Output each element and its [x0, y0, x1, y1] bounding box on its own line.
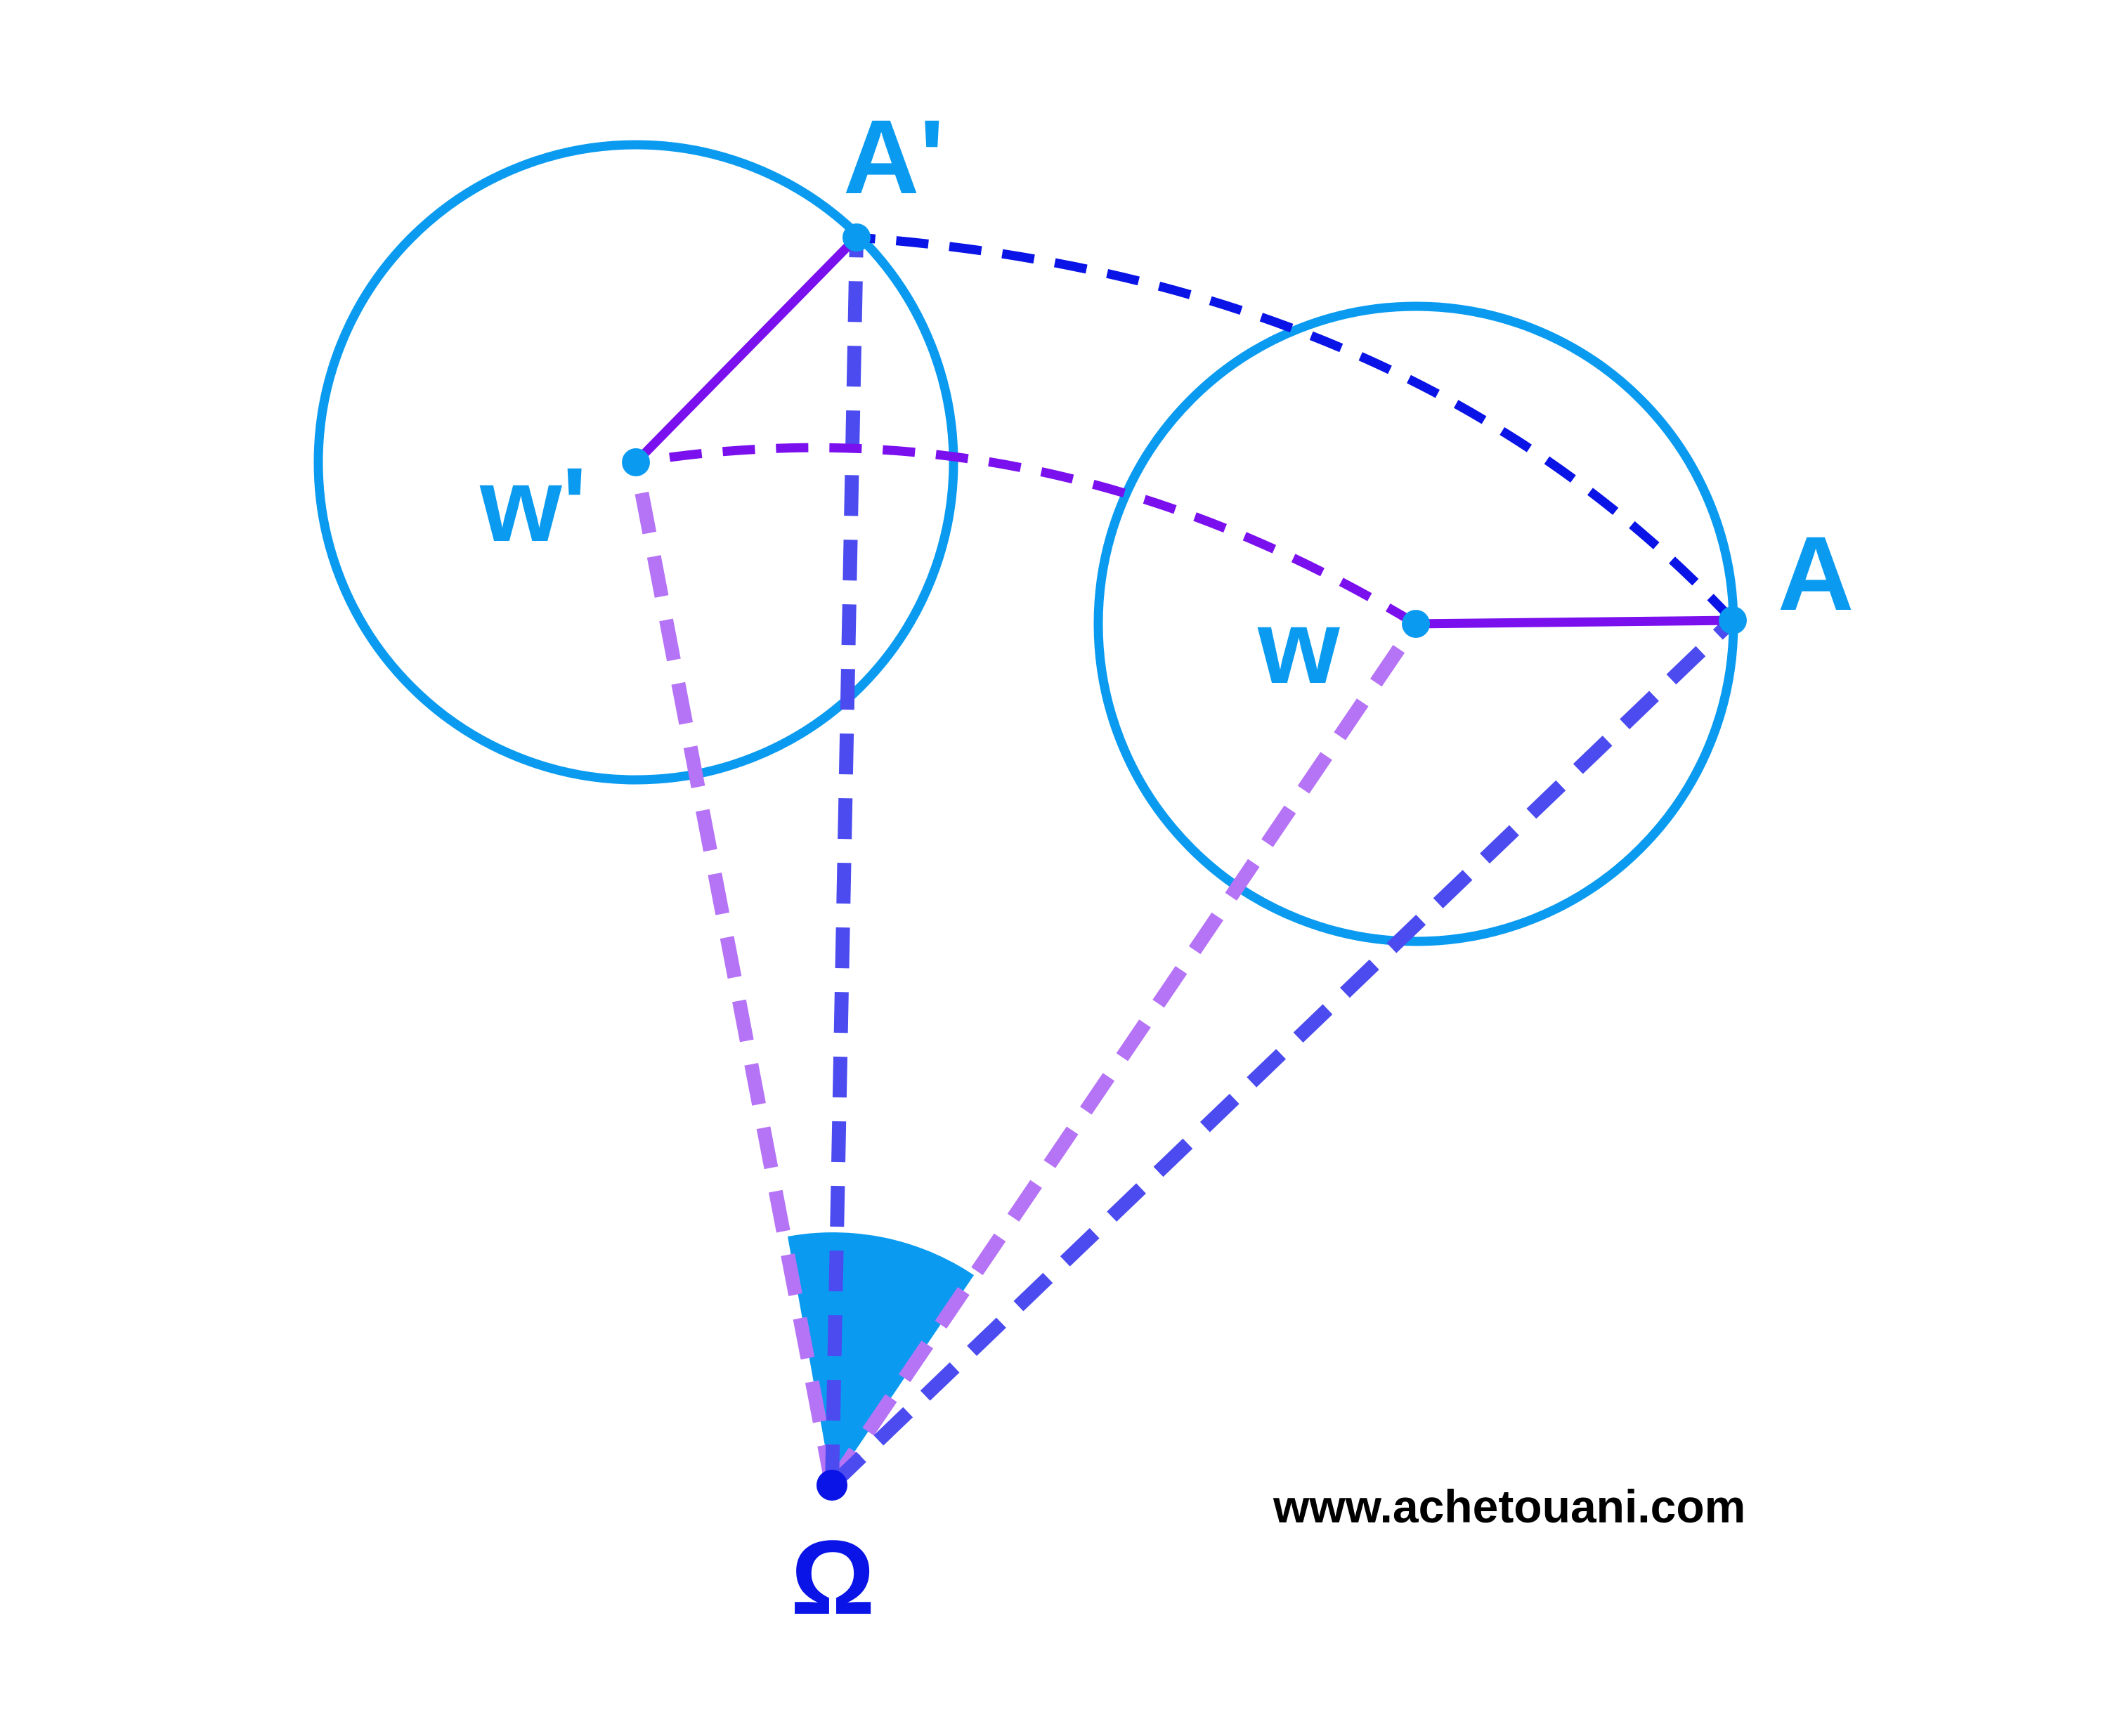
segment-w-a [1415, 615, 1733, 629]
arc-a-to-a-prime [856, 233, 1736, 624]
arc-w-to-w-prime [635, 443, 1419, 628]
point-w-prime [622, 448, 650, 476]
ray-omega-to-w [826, 620, 1422, 1489]
ray-omega-to-a [827, 615, 1738, 1491]
segment-w-prime-a-prime [632, 234, 860, 466]
label-w: w [1257, 587, 1340, 705]
point-a [1719, 606, 1747, 634]
label-a: A [1778, 514, 1854, 632]
watermark-url: www.achetouani.com [1273, 1480, 1745, 1532]
label-a-prime: A' [843, 98, 944, 216]
ray-omega-to-w-prime [629, 461, 839, 1487]
point-a-prime [842, 223, 871, 252]
rotation-angle-sector [788, 1232, 974, 1485]
label-w-prime: w' [479, 445, 587, 563]
point-omega [816, 1470, 847, 1501]
label-omega: Ω [790, 1518, 875, 1636]
point-w [1402, 610, 1430, 638]
circle-w-prime [313, 140, 958, 785]
